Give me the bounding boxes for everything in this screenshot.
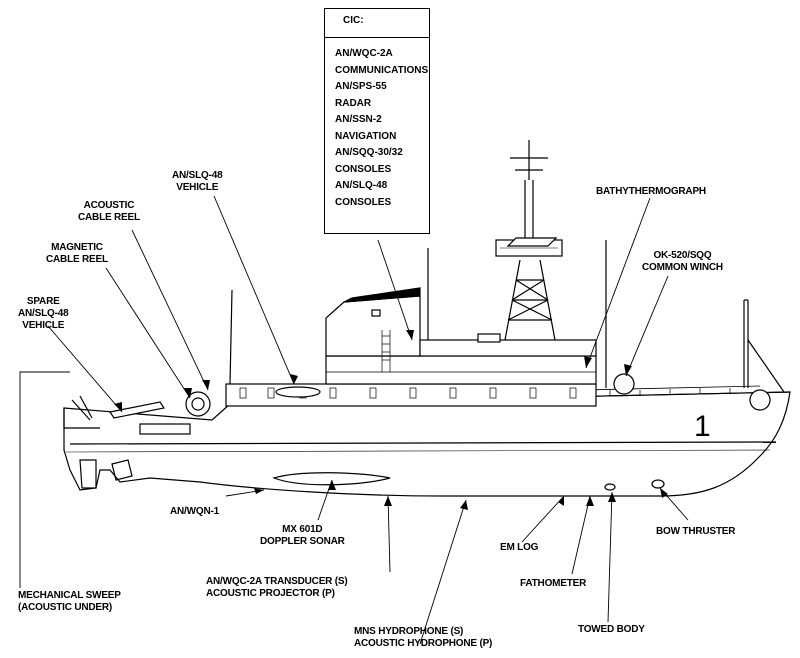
cic-title: CIC: (343, 15, 364, 26)
cic-item: AN/WQC-2A (335, 48, 393, 59)
stack (325, 295, 421, 357)
label-fathometer: FATHOMETER (520, 578, 587, 589)
bridge (419, 339, 597, 357)
hull (63, 391, 791, 497)
doppler-fairing (272, 472, 391, 486)
cic-item: AN/SLQ-48 (335, 180, 388, 191)
propeller (111, 459, 133, 481)
label-bathythermograph: BATHYTHERMOGRAPH (596, 186, 706, 197)
cic-item: NAVIGATION (335, 130, 397, 142)
superstructure-middle (325, 355, 597, 385)
stack-cap (343, 287, 421, 303)
cic-item: AN/SSN-2 (335, 114, 382, 125)
label-transducer: AN/WQC-2A TRANSDUCER (S)ACOUSTIC PROJECT… (206, 576, 348, 599)
lattice-mast (495, 140, 563, 341)
cic-item: CONSOLES (335, 196, 392, 208)
cic-panel: CIC: AN/WQC-2A COMMUNICATIONS AN/SPS-55 … (324, 8, 430, 234)
label-towed-body: TOWED BODY (578, 624, 645, 635)
hull-number: 1 (694, 410, 711, 443)
cic-item: COMMUNICATIONS (335, 64, 429, 76)
label-hydrophone: MNS HYDROPHONE (S)ACOUSTIC HYDROPHONE (P… (354, 626, 493, 649)
towed-body-mark (604, 483, 616, 491)
label-em-log: EM LOG (500, 542, 539, 553)
cic-item: CONSOLES (335, 163, 392, 175)
cic-item: RADAR (335, 97, 372, 109)
cic-item: AN/SPS-55 (335, 81, 387, 92)
common-winch-drawing (613, 373, 635, 395)
label-bow-thruster: BOW THRUSTER (656, 526, 736, 537)
cic-equipment-list: AN/WQC-2A COMMUNICATIONS AN/SPS-55 RADAR… (325, 38, 429, 211)
label-wqn1: AN/WQN-1 (170, 506, 219, 517)
magnetic-reel-drawing (185, 391, 211, 417)
rudder (79, 459, 97, 489)
bow-thruster-mark (651, 479, 665, 489)
cic-header: CIC: (325, 9, 429, 38)
label-mechanical-sweep: MECHANICAL SWEEP(ACOUSTIC UNDER) (18, 590, 121, 613)
cic-item: AN/SQQ-30/32 (335, 147, 403, 158)
slq48-vehicle-drawing (275, 386, 321, 398)
